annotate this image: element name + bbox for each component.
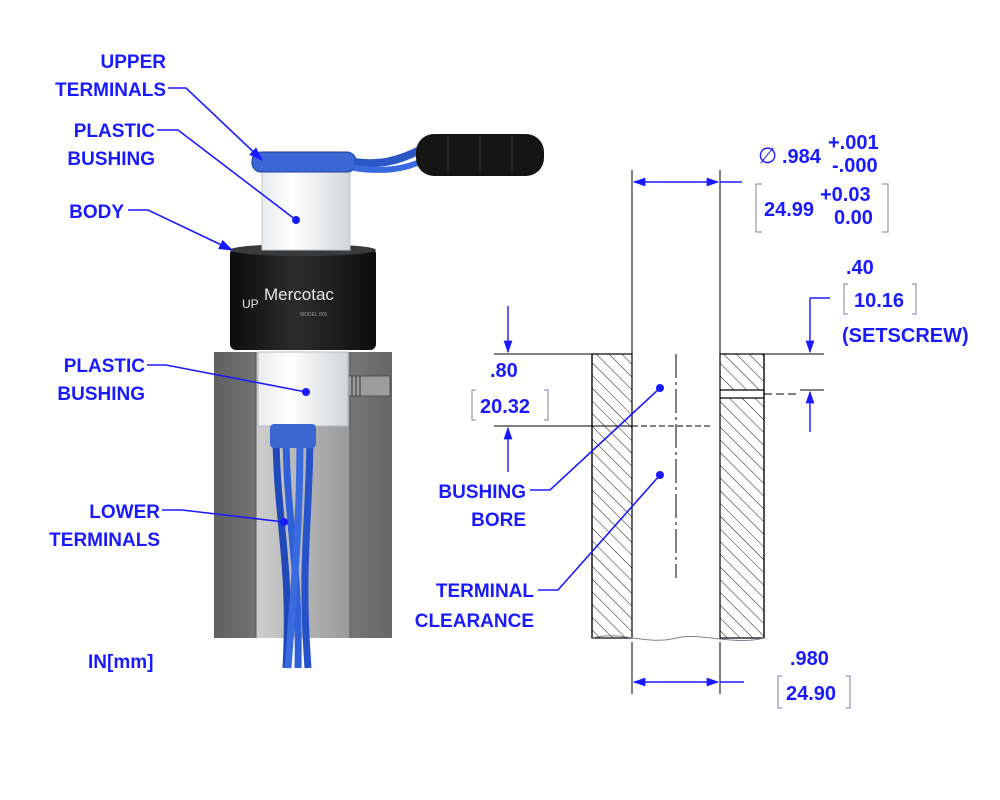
callout-bushing-bore: BUSHING BORE	[438, 384, 664, 531]
hatched-wall-left	[591, 353, 633, 639]
callout-plastic-bushing-top: PLASTIC BUSHING	[67, 121, 300, 224]
callout-body: BODY	[69, 202, 234, 251]
brand-logo: Mercotac	[264, 285, 334, 304]
product-illustration: Mercotac UP MODEL 805	[214, 134, 544, 669]
callout-plastic-bushing-bottom: PLASTIC BUSHING	[57, 356, 310, 405]
callout-label: BUSHING	[438, 482, 526, 503]
dimension-outer-diameter: ∅ .984 +.001 -.000 24.99 +0.03 0.00	[631, 132, 889, 354]
section-view	[591, 353, 800, 641]
callout-label: BUSHING	[67, 149, 155, 170]
dim-note: (SETSCREW)	[842, 325, 969, 347]
lower-terminal-wires	[270, 424, 316, 669]
dim-value: .984	[782, 146, 822, 168]
callout-lower-terminals: LOWER TERMINALS	[49, 502, 288, 551]
lower-plastic-bushing	[257, 351, 349, 427]
dim-metric: 20.32	[480, 396, 530, 418]
dim-metric: 24.90	[786, 683, 836, 705]
dim-metric: 10.16	[854, 290, 904, 312]
callout-terminal-clearance: TERMINAL CLEARANCE	[415, 471, 664, 632]
callout-label: BODY	[69, 202, 124, 223]
callout-label: CLEARANCE	[415, 611, 534, 632]
callout-label: LOWER	[89, 502, 160, 523]
dim-metric-tol-plus: +0.03	[820, 184, 871, 206]
callout-label: UPPER	[101, 52, 167, 73]
callout-label: TERMINAL	[436, 581, 535, 602]
dim-value: .80	[490, 360, 518, 382]
diameter-symbol: ∅	[758, 144, 777, 169]
dimension-bore: .980 24.90	[631, 642, 851, 709]
dim-metric: 24.99	[764, 199, 814, 221]
callout-label: TERMINALS	[49, 530, 160, 551]
setscrew	[347, 375, 391, 397]
units-label: IN[mm]	[88, 652, 153, 673]
dimension-bushing-depth: .80 20.32	[471, 306, 632, 472]
part-number: MODEL 805	[300, 312, 328, 318]
dim-tol-minus: -.000	[832, 155, 878, 177]
dim-value: .980	[790, 648, 829, 670]
dim-value: .40	[846, 257, 874, 279]
upper-plastic-bushing	[261, 163, 351, 251]
dim-metric-tol-minus: 0.00	[834, 207, 873, 229]
callout-label: PLASTIC	[64, 356, 146, 377]
upper-terminals	[251, 134, 544, 176]
callout-label: TERMINALS	[55, 80, 166, 101]
callout-label: BORE	[471, 510, 526, 531]
dimension-setscrew: .40 10.16 (SETSCREW)	[764, 257, 969, 432]
callout-label: PLASTIC	[74, 121, 156, 142]
hatched-wall-right	[719, 353, 765, 639]
callout-upper-terminals: UPPER TERMINALS	[55, 52, 264, 161]
callout-label: BUSHING	[57, 384, 145, 405]
dim-tol-plus: +.001	[828, 132, 879, 154]
logo-mark: UP	[242, 297, 259, 311]
rotary-connector-body: Mercotac UP MODEL 805	[230, 244, 376, 350]
